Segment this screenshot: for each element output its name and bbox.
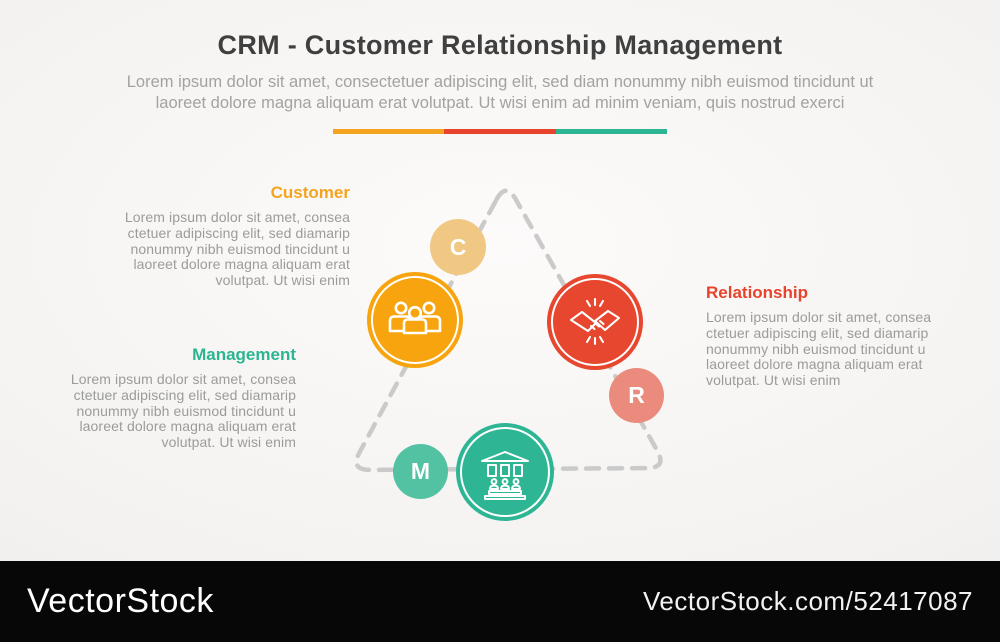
customer-circle [367,272,463,368]
customer-body-line: ctetuer adipiscing elit, sed diamarip [127,224,350,241]
relationship-section: Relationship Lorem ipsum dolor sit amet,… [706,283,931,389]
relationship-body-line: ctetuer adipiscing elit, sed diamarip [706,324,929,341]
customer-section: Customer Lorem ipsum dolor sit amet, con… [125,183,350,289]
customer-heading: Customer [270,183,350,202]
customer-body-line: laoreet dolore magna aliquam erat [133,256,350,273]
management-section: Management Lorem ipsum dolor sit amet, c… [71,345,296,451]
relationship-body-line: volutpat. Ut wisi enim [706,372,841,389]
vectorstock-credit-url[interactable]: VectorStock.com/52417087 [643,586,973,616]
management-body-line: ctetuer adipiscing elit, sed diamarip [73,386,296,403]
page-title: CRM - Customer Relationship Management [217,30,783,60]
relationship-body-line: nonummy nibh euismod tincidunt u [706,340,926,357]
relationship-heading: Relationship [706,283,809,302]
management-body-line: volutpat. Ut wisi enim [161,434,296,451]
watermark-bar: VectorStock VectorStock.com/52417087 [0,561,1000,642]
people-group-icon [388,301,442,335]
relationship-body-line: laoreet dolore magna aliquam erat [706,356,923,373]
management-heading: Management [192,345,296,364]
page-subtitle: Lorem ipsum dolor sit amet, consectetuer… [80,72,920,114]
handshake-icon [569,297,621,346]
divider-segment-orange [333,129,445,134]
subtitle-line-1: Lorem ipsum dolor sit amet, consectetuer… [126,73,874,91]
relationship-letter-badge: R [609,368,664,423]
vectorstock-logo-text: VectorStock [27,582,214,620]
management-body-line: nonummy nibh euismod tincidunt u [76,402,296,419]
divider-segment-teal [555,129,667,134]
relationship-letter: R [628,382,645,408]
customer-body-line: nonummy nibh euismod tincidunt u [130,240,350,257]
management-body-line: laoreet dolore magna aliquam erat [79,418,296,435]
subtitle-line-2: laoreet dolore magna aliquam erat volutp… [155,94,845,112]
customer-body-line: volutpat. Ut wisi enim [215,272,350,289]
divider-segment-red [444,129,556,134]
management-letter-badge: M [393,444,448,499]
tricolor-divider [333,129,667,134]
relationship-circle [547,274,643,370]
relationship-body-line: Lorem ipsum dolor sit amet, consea [706,309,932,325]
management-letter: M [410,458,431,484]
institution-building-icon [481,451,529,500]
customer-letter: C [449,233,467,260]
management-circle [456,423,554,521]
customer-letter-badge: C [430,219,486,275]
management-body-line: Lorem ipsum dolor sit amet, consea [70,371,296,387]
customer-body-line: Lorem ipsum dolor sit amet, consea [124,209,350,225]
